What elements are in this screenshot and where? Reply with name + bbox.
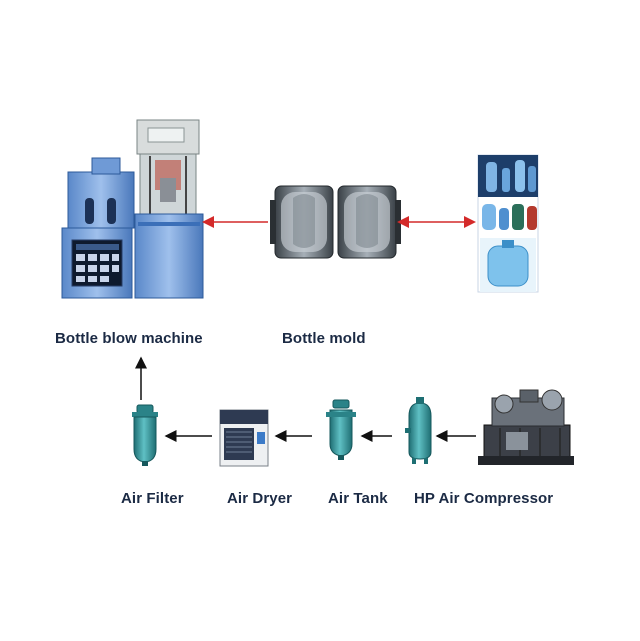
label-air-tank: Air Tank [328, 490, 388, 507]
label-bottle-blow-machine: Bottle blow machine [55, 330, 203, 347]
bottles-image [477, 154, 539, 293]
label-air-filter: Air Filter [121, 490, 184, 507]
air-dryer-image [219, 409, 269, 467]
bottle-mold-image [270, 185, 401, 259]
hp-air-compressor-image [478, 389, 574, 465]
connector-arrows [135, 216, 476, 442]
air-tank-image [405, 397, 432, 464]
air-tank-filter-image [326, 399, 356, 460]
label-bottle-mold: Bottle mold [282, 330, 366, 347]
label-air-dryer: Air Dryer [227, 490, 293, 507]
air-filter-image [132, 404, 158, 466]
bottle-blow-machine-image [61, 119, 204, 299]
label-hp-air-compressor: HP Air Compressor [414, 490, 554, 507]
